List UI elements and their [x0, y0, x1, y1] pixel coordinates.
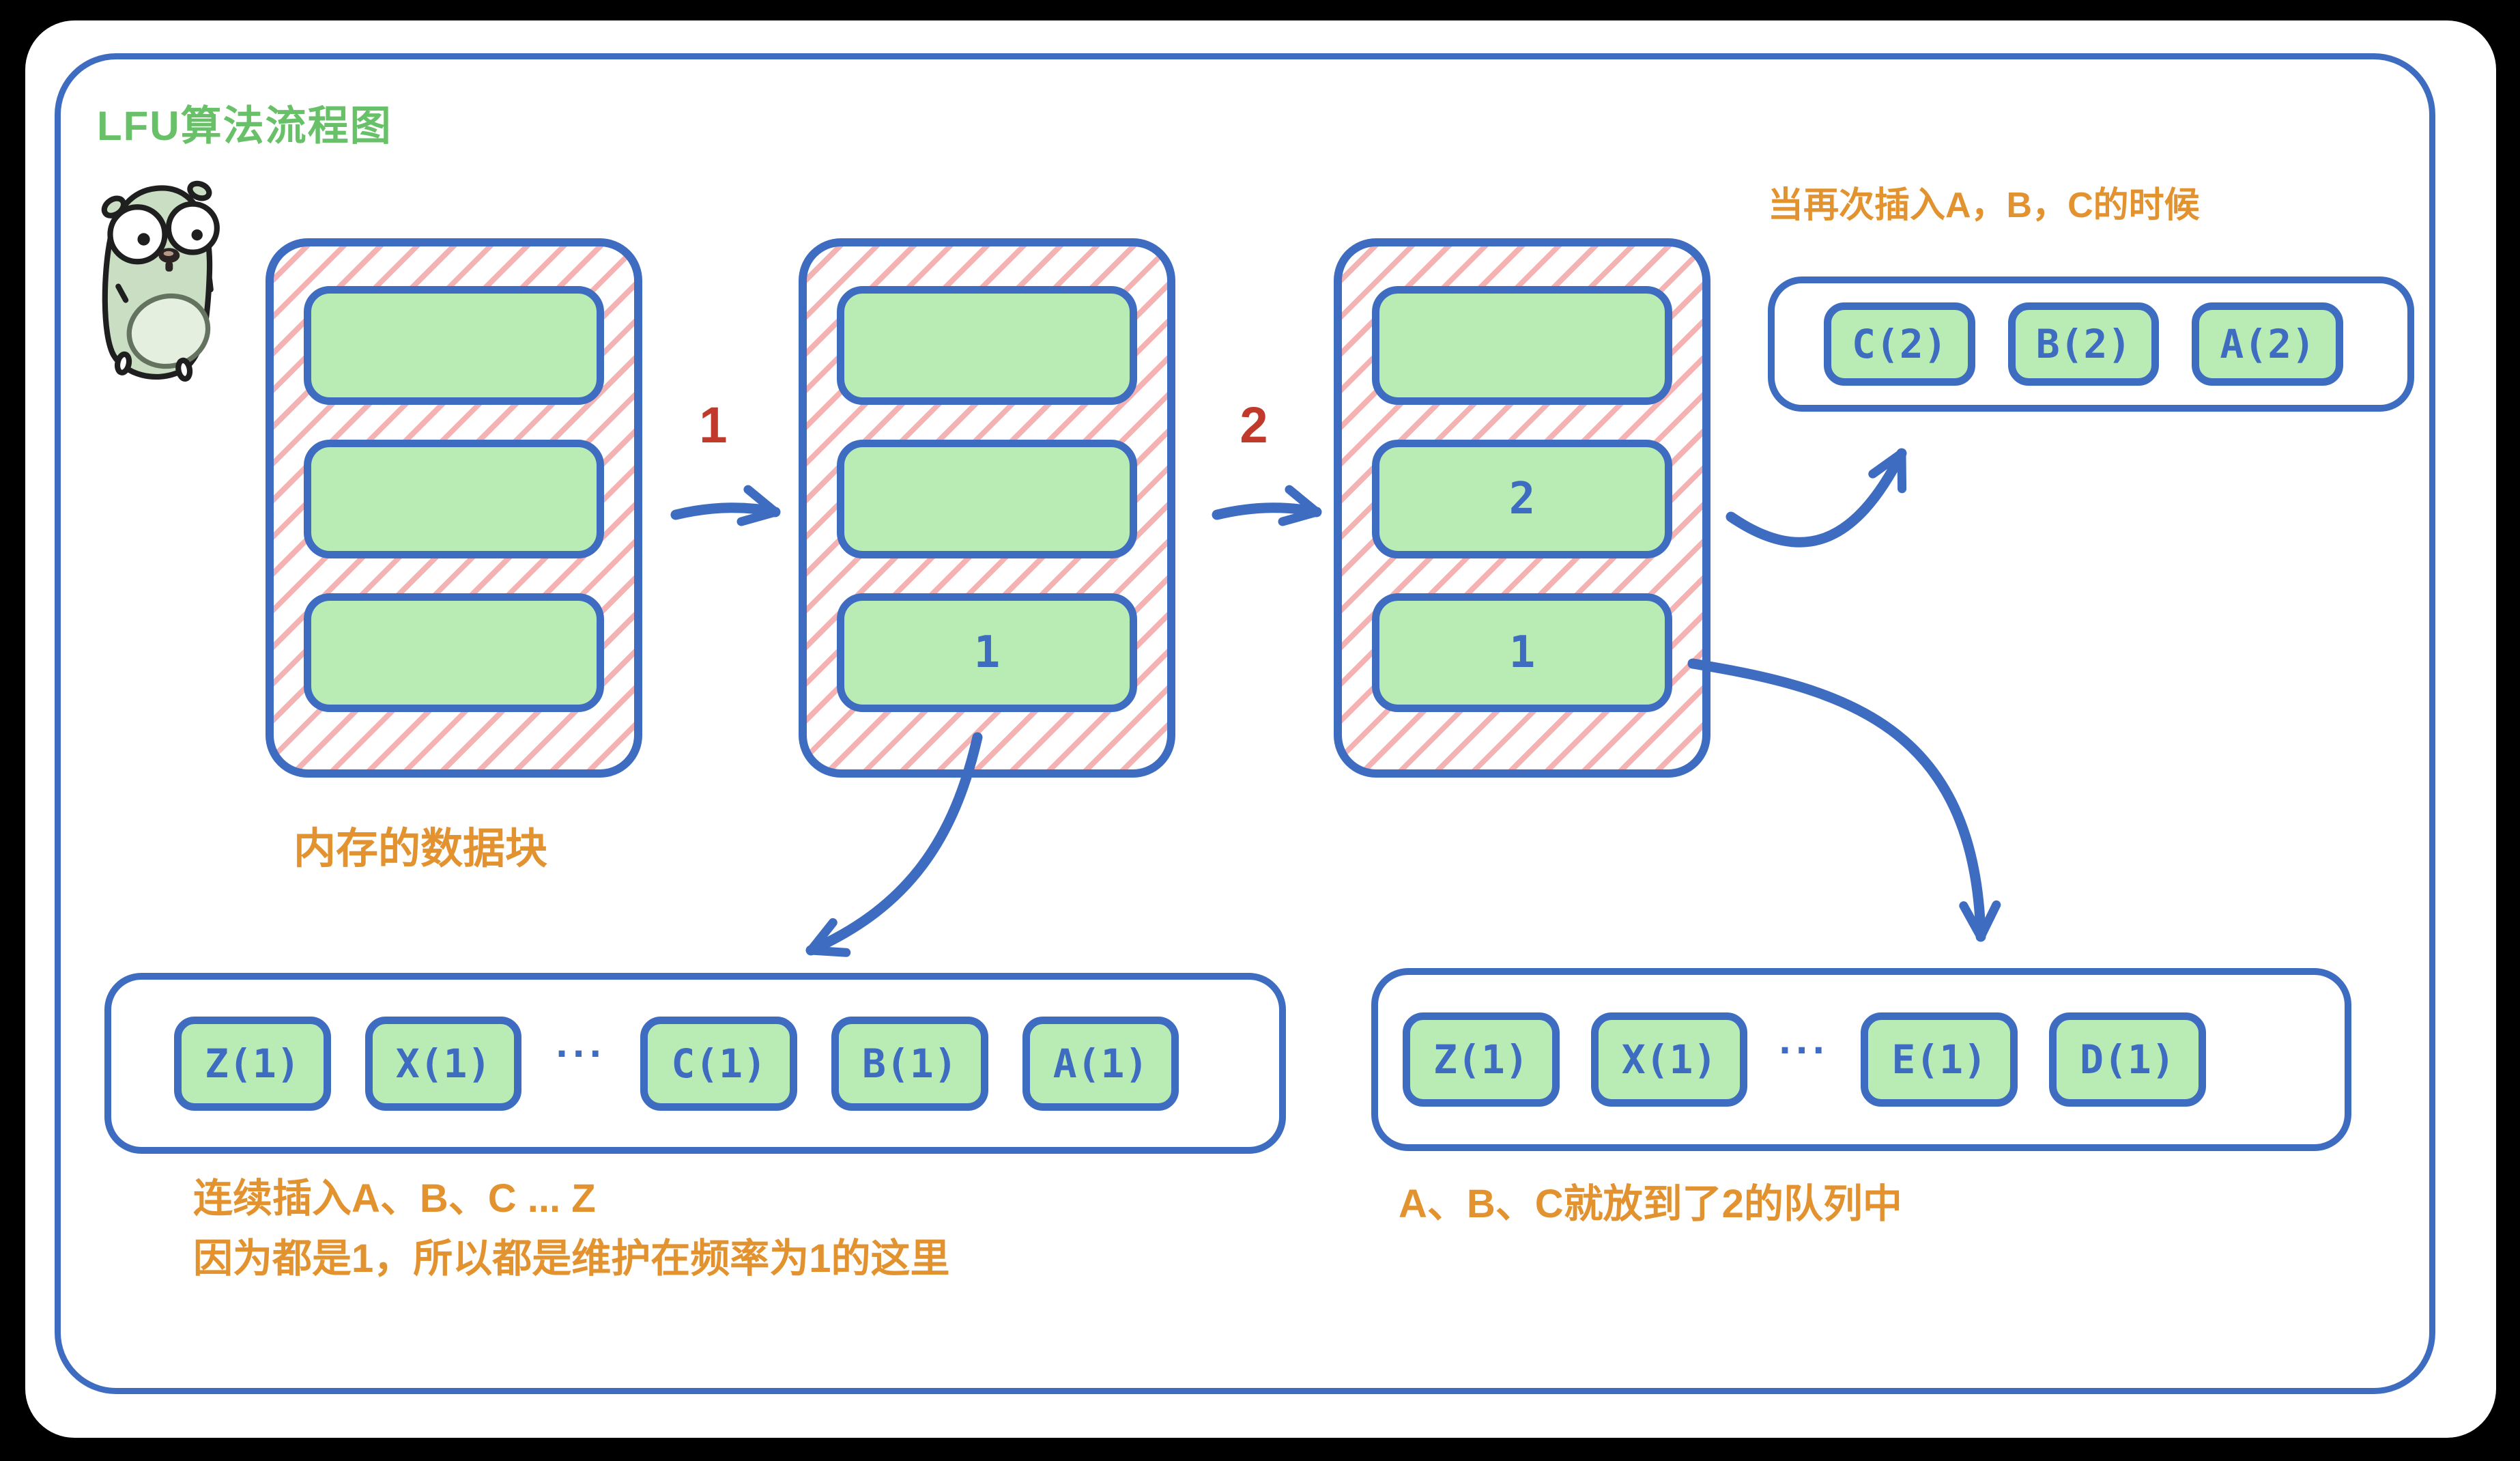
memory-block-step2: 2 1 — [1334, 238, 1710, 778]
queue2-caption: A、B、C就放到了2的队列中 — [1399, 1182, 1902, 1226]
insert-explanation-caption: 连续插入A、B、C ... Z 因为都是1，所以都是维护在频率为1的这里 — [193, 1169, 950, 1289]
queue-item: C(2) — [1824, 302, 1975, 386]
memory-block-initial — [266, 238, 642, 778]
memory-slot — [837, 440, 1137, 558]
queue-item: E(1) — [1861, 1012, 2018, 1107]
memory-slot-freq-1: 1 — [837, 593, 1137, 712]
reinsert-caption: 当再次插入A，B，C的时候 — [1768, 186, 2200, 225]
ellipsis-dots: ··· — [556, 1030, 607, 1077]
queue-item: D(1) — [2049, 1012, 2206, 1107]
queue-item: B(2) — [2007, 302, 2160, 386]
memory-block-step1: 1 — [799, 238, 1175, 778]
memory-slot-freq-2: 2 — [1372, 440, 1672, 558]
freq1-queue-after: Z(1) X(1) ··· E(1) D(1) — [1371, 968, 2351, 1151]
go-gopher-mascot-icon — [101, 180, 220, 382]
memory-block-caption: 内存的数据块 — [293, 825, 548, 873]
freq2-queue: C(2) B(2) A(2) — [1768, 276, 2414, 412]
memory-slot — [1372, 286, 1672, 405]
queue-item: X(1) — [1590, 1012, 1748, 1107]
insert-caption-line2: 因为都是1，所以都是维护在频率为1的这里 — [193, 1236, 950, 1281]
queue-item: Z(1) — [1403, 1012, 1560, 1107]
queue-item: X(1) — [364, 1016, 522, 1111]
memory-slot — [304, 286, 604, 405]
outer-border-frame — [55, 53, 2435, 1394]
queue-item: A(1) — [1022, 1016, 1179, 1111]
page-title: LFU算法流程图 — [97, 103, 392, 149]
memory-slot — [837, 286, 1137, 405]
freq1-queue: Z(1) X(1) ··· C(1) B(1) A(1) — [104, 973, 1286, 1154]
memory-slot-freq-1: 1 — [1372, 593, 1672, 712]
step-2-label: 2 — [1240, 397, 1268, 453]
memory-slot — [304, 593, 604, 712]
insert-caption-line1: 连续插入A、B、C ... Z — [193, 1176, 596, 1221]
queue-item: A(2) — [2192, 302, 2344, 386]
queue-item: Z(1) — [174, 1016, 331, 1111]
memory-slot — [304, 440, 604, 558]
queue-item: C(1) — [640, 1016, 798, 1111]
queue-item: B(1) — [831, 1016, 988, 1111]
ellipsis-dots: ··· — [1779, 1026, 1830, 1074]
step-1-label: 1 — [699, 397, 728, 453]
